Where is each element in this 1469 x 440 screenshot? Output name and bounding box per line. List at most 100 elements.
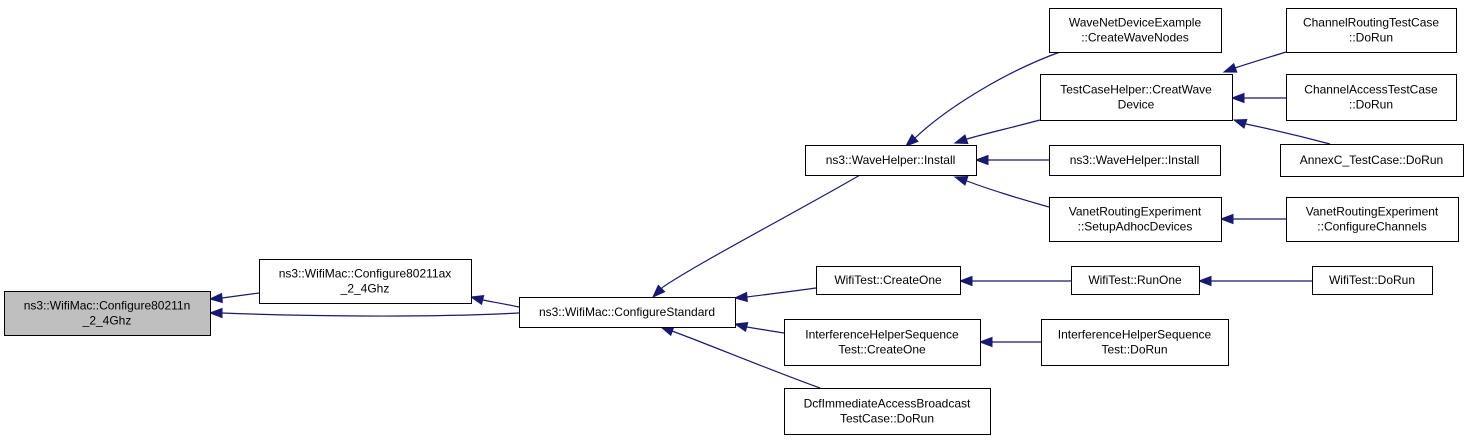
node-waveInstall1[interactable]: ns3::WaveHelper::Install [805,145,977,176]
node-label: ChannelAccessTestCase [1304,83,1438,97]
edge-line [966,180,1050,208]
edge-line [221,312,520,317]
node-label: WaveNetDeviceExample [1069,16,1202,30]
node-annexCDoRun[interactable]: AnnexC_TestCase::DoRun [1280,144,1464,177]
node-box[interactable] [1040,74,1233,121]
edge-connector [661,286,664,289]
node-label: DcfImmediateAccessBroadcast [804,397,971,411]
edge-dcfDoRun-to-configureStandard [659,326,821,389]
node-label: TestCase::DoRun [840,412,934,426]
node-box[interactable] [805,145,977,176]
edge-line [221,292,260,299]
edge-vanetConfigure-to-vanetSetup [1219,213,1286,225]
node-box[interactable] [784,319,981,366]
node-label: ::DoRun [1349,98,1393,112]
node-waveNetCreateNodes[interactable]: WaveNetDeviceExample::CreateWaveNodes [1049,8,1222,53]
edge-annexCDoRun-to-testCaseHelperCreat [1232,118,1331,145]
node-box[interactable] [1312,266,1433,295]
node-wifiTestRunOne[interactable]: WifiTest::RunOne [1071,266,1200,295]
node-label: ::ConfigureChannels [1317,220,1426,234]
edge-waveInstall2-to-waveInstall1 [974,154,1049,166]
arrowhead [733,321,749,333]
node-label: WifiTest::RunOne [1088,273,1182,287]
edge-waveNetCreateNodes-to-waveInstall1 [904,51,1061,147]
node-channelAccessDoRun[interactable]: ChannelAccessTestCase::DoRun [1286,74,1457,121]
edge-waveInstall1-to-configureStandard [651,174,861,299]
arrowhead [953,134,969,145]
node-box[interactable] [519,297,736,328]
node-box[interactable] [1286,8,1457,53]
node-box[interactable] [1049,197,1222,242]
arrowhead [469,294,485,306]
node-box[interactable] [1071,266,1200,295]
node-label: ns3::WifiMac::ConfigureStandard [539,305,715,319]
node-box[interactable] [4,291,211,336]
node-box[interactable] [1049,145,1221,176]
arrowhead [1230,92,1245,104]
node-label: ns3::WaveHelper::Install [1070,153,1200,167]
node-label: _2_4Ghz [340,282,390,296]
node-label: ::SetupAdhocDevices [1078,220,1193,234]
node-configure80211n[interactable]: ns3::WifiMac::Configure80211n_2_4Ghz [4,291,211,336]
node-label: ns3::WifiMac::Configure80211ax [279,267,452,281]
node-configureStandard[interactable]: ns3::WifiMac::ConfigureStandard [519,297,736,328]
node-box[interactable] [816,266,961,295]
edge-line [914,51,1061,139]
edge-wifiTestCreateOne-to-configureStandard [733,287,817,303]
arrowhead [1219,213,1234,225]
node-channelRoutingDoRun[interactable]: ChannelRoutingTestCase::DoRun [1286,8,1457,53]
node-label: InterferenceHelperSequence [805,328,959,342]
node-wifiTestDoRun[interactable]: WifiTest::DoRun [1312,266,1433,295]
arrowhead [208,307,223,319]
node-label: WifiTest::CreateOne [834,273,942,287]
arrowhead [208,292,223,304]
edge-configureStandard-to-configure80211ax [469,294,520,308]
edge-line [966,119,1041,140]
node-vanetSetup[interactable]: VanetRoutingExperiment::SetupAdhocDevice… [1049,197,1222,242]
node-box[interactable] [1049,8,1222,53]
edge-line [1245,123,1331,145]
arrowhead [1222,62,1238,73]
node-label: ns3::WifiMac::Configure80211n [24,299,191,313]
node-label: VanetRoutingExperiment [1069,205,1202,219]
node-box[interactable] [1280,144,1464,177]
arrowhead [659,326,675,337]
edge-line [482,299,520,308]
node-box[interactable] [259,259,472,304]
node-configure80211ax[interactable]: ns3::WifiMac::Configure80211ax_2_4Ghz [259,259,472,304]
node-label: InterferenceHelperSequence [1058,328,1212,342]
edge-line [746,326,785,334]
node-label: ns3::WaveHelper::Install [826,153,956,167]
node-interferenceCreateOne[interactable]: InterferenceHelperSequenceTest::CreateOn… [784,319,981,366]
edge-channelAccessDoRun-to-testCaseHelperCreat [1230,92,1286,104]
node-waveInstall2[interactable]: ns3::WaveHelper::Install [1049,145,1221,176]
arrowhead [904,133,919,147]
node-label: Test::CreateOne [838,343,926,357]
arrowhead [958,275,973,287]
node-label: TestCaseHelper::CreatWave [1060,83,1212,97]
edges-layer [208,51,1331,389]
node-dcfDoRun[interactable]: DcfImmediateAccessBroadcastTestCase::DoR… [784,388,991,435]
edge-line [1234,51,1287,69]
edge-testCaseHelperCreat-to-waveInstall1 [953,119,1041,145]
node-box[interactable] [1041,319,1229,366]
edge-line [662,174,861,288]
node-vanetConfigure[interactable]: VanetRoutingExperiment::ConfigureChannel… [1286,197,1459,242]
node-box[interactable] [1286,74,1457,121]
arrowhead [651,284,666,299]
node-box[interactable] [1286,197,1459,242]
node-label: WifiTest::DoRun [1329,273,1415,287]
arrowhead [1232,118,1248,129]
edge-interferenceDoRun-to-interferenceCreateOne [978,336,1041,348]
edge-interferenceCreateOne-to-configureStandard [733,321,785,334]
node-wifiTestCreateOne[interactable]: WifiTest::CreateOne [816,266,961,295]
arrowhead [978,336,993,348]
nodes-layer: ns3::WifiMac::Configure80211n_2_4Ghzns3:… [4,8,1464,435]
node-label: Test::DoRun [1101,343,1167,357]
node-box[interactable] [784,388,991,435]
node-label: ::CreateWaveNodes [1081,31,1189,45]
edge-configure80211ax-to-configure80211n [208,292,260,304]
